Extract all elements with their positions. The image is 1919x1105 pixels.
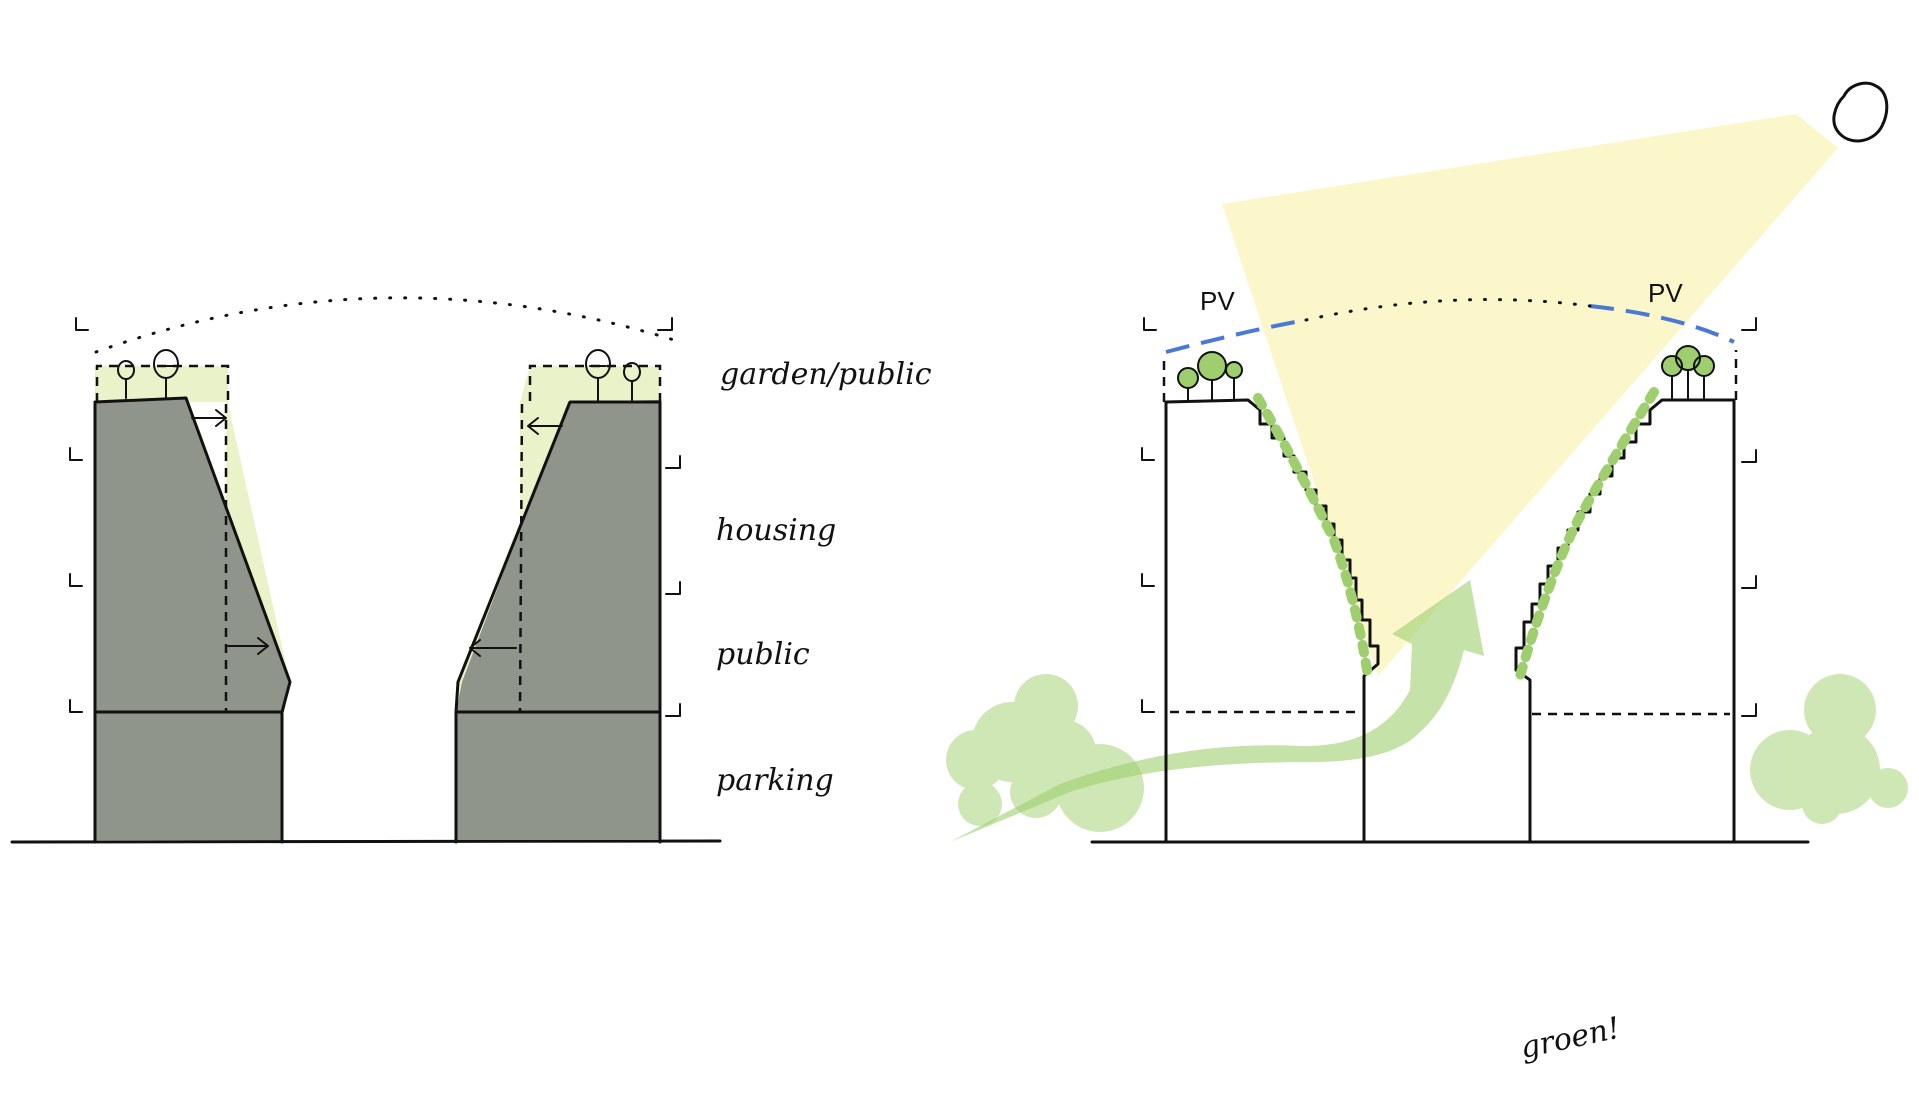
roof-trees-right-left-tower: [1177, 351, 1243, 401]
housing-block-left: [95, 398, 290, 712]
dotted-arc-left: [94, 296, 676, 354]
left-section: garden/public housing public parking: [10, 296, 932, 844]
pv-line-left: [1165, 318, 1307, 354]
note-groen: groen!: [1517, 1011, 1623, 1066]
arrow-right-lower: [469, 639, 517, 657]
label-parking: parking: [716, 763, 834, 798]
right-section: PV PV groen!: [946, 81, 1908, 1066]
arrow-left-lower: [227, 637, 269, 655]
roof-trees-right: [585, 349, 641, 401]
green-flow-arrow: [950, 580, 1484, 842]
outline-left-building: [93, 396, 292, 844]
level-ticks-right: [1141, 317, 1757, 717]
parking-block-right: [456, 712, 660, 840]
sun-light-cone: [1222, 114, 1838, 676]
level-ticks-left: [69, 317, 681, 717]
roof-garden-left: [95, 366, 228, 402]
sun-icon: [1832, 81, 1889, 143]
label-housing: housing: [716, 513, 836, 548]
green-bushes-left: [946, 674, 1144, 832]
roof-trees-right-right-tower: [1661, 345, 1715, 401]
label-public: public: [716, 637, 810, 672]
green-steps-right: [1515, 387, 1659, 681]
label-pv-left: PV: [1200, 286, 1235, 316]
outline-right-building: [454, 400, 662, 844]
ground-line-left: [10, 839, 722, 844]
roof-trees-left: [117, 349, 179, 399]
green-steps-left: [1253, 393, 1373, 681]
parking-block-left: [95, 712, 281, 840]
green-bushes-right: [1750, 674, 1908, 824]
arrow-left-upper: [191, 409, 227, 427]
pv-line-right: [1589, 304, 1735, 344]
label-pv-right: PV: [1648, 278, 1683, 308]
arrow-right-upper: [527, 417, 563, 435]
housing-block-right: [456, 400, 660, 712]
label-garden-public: garden/public: [720, 357, 932, 392]
